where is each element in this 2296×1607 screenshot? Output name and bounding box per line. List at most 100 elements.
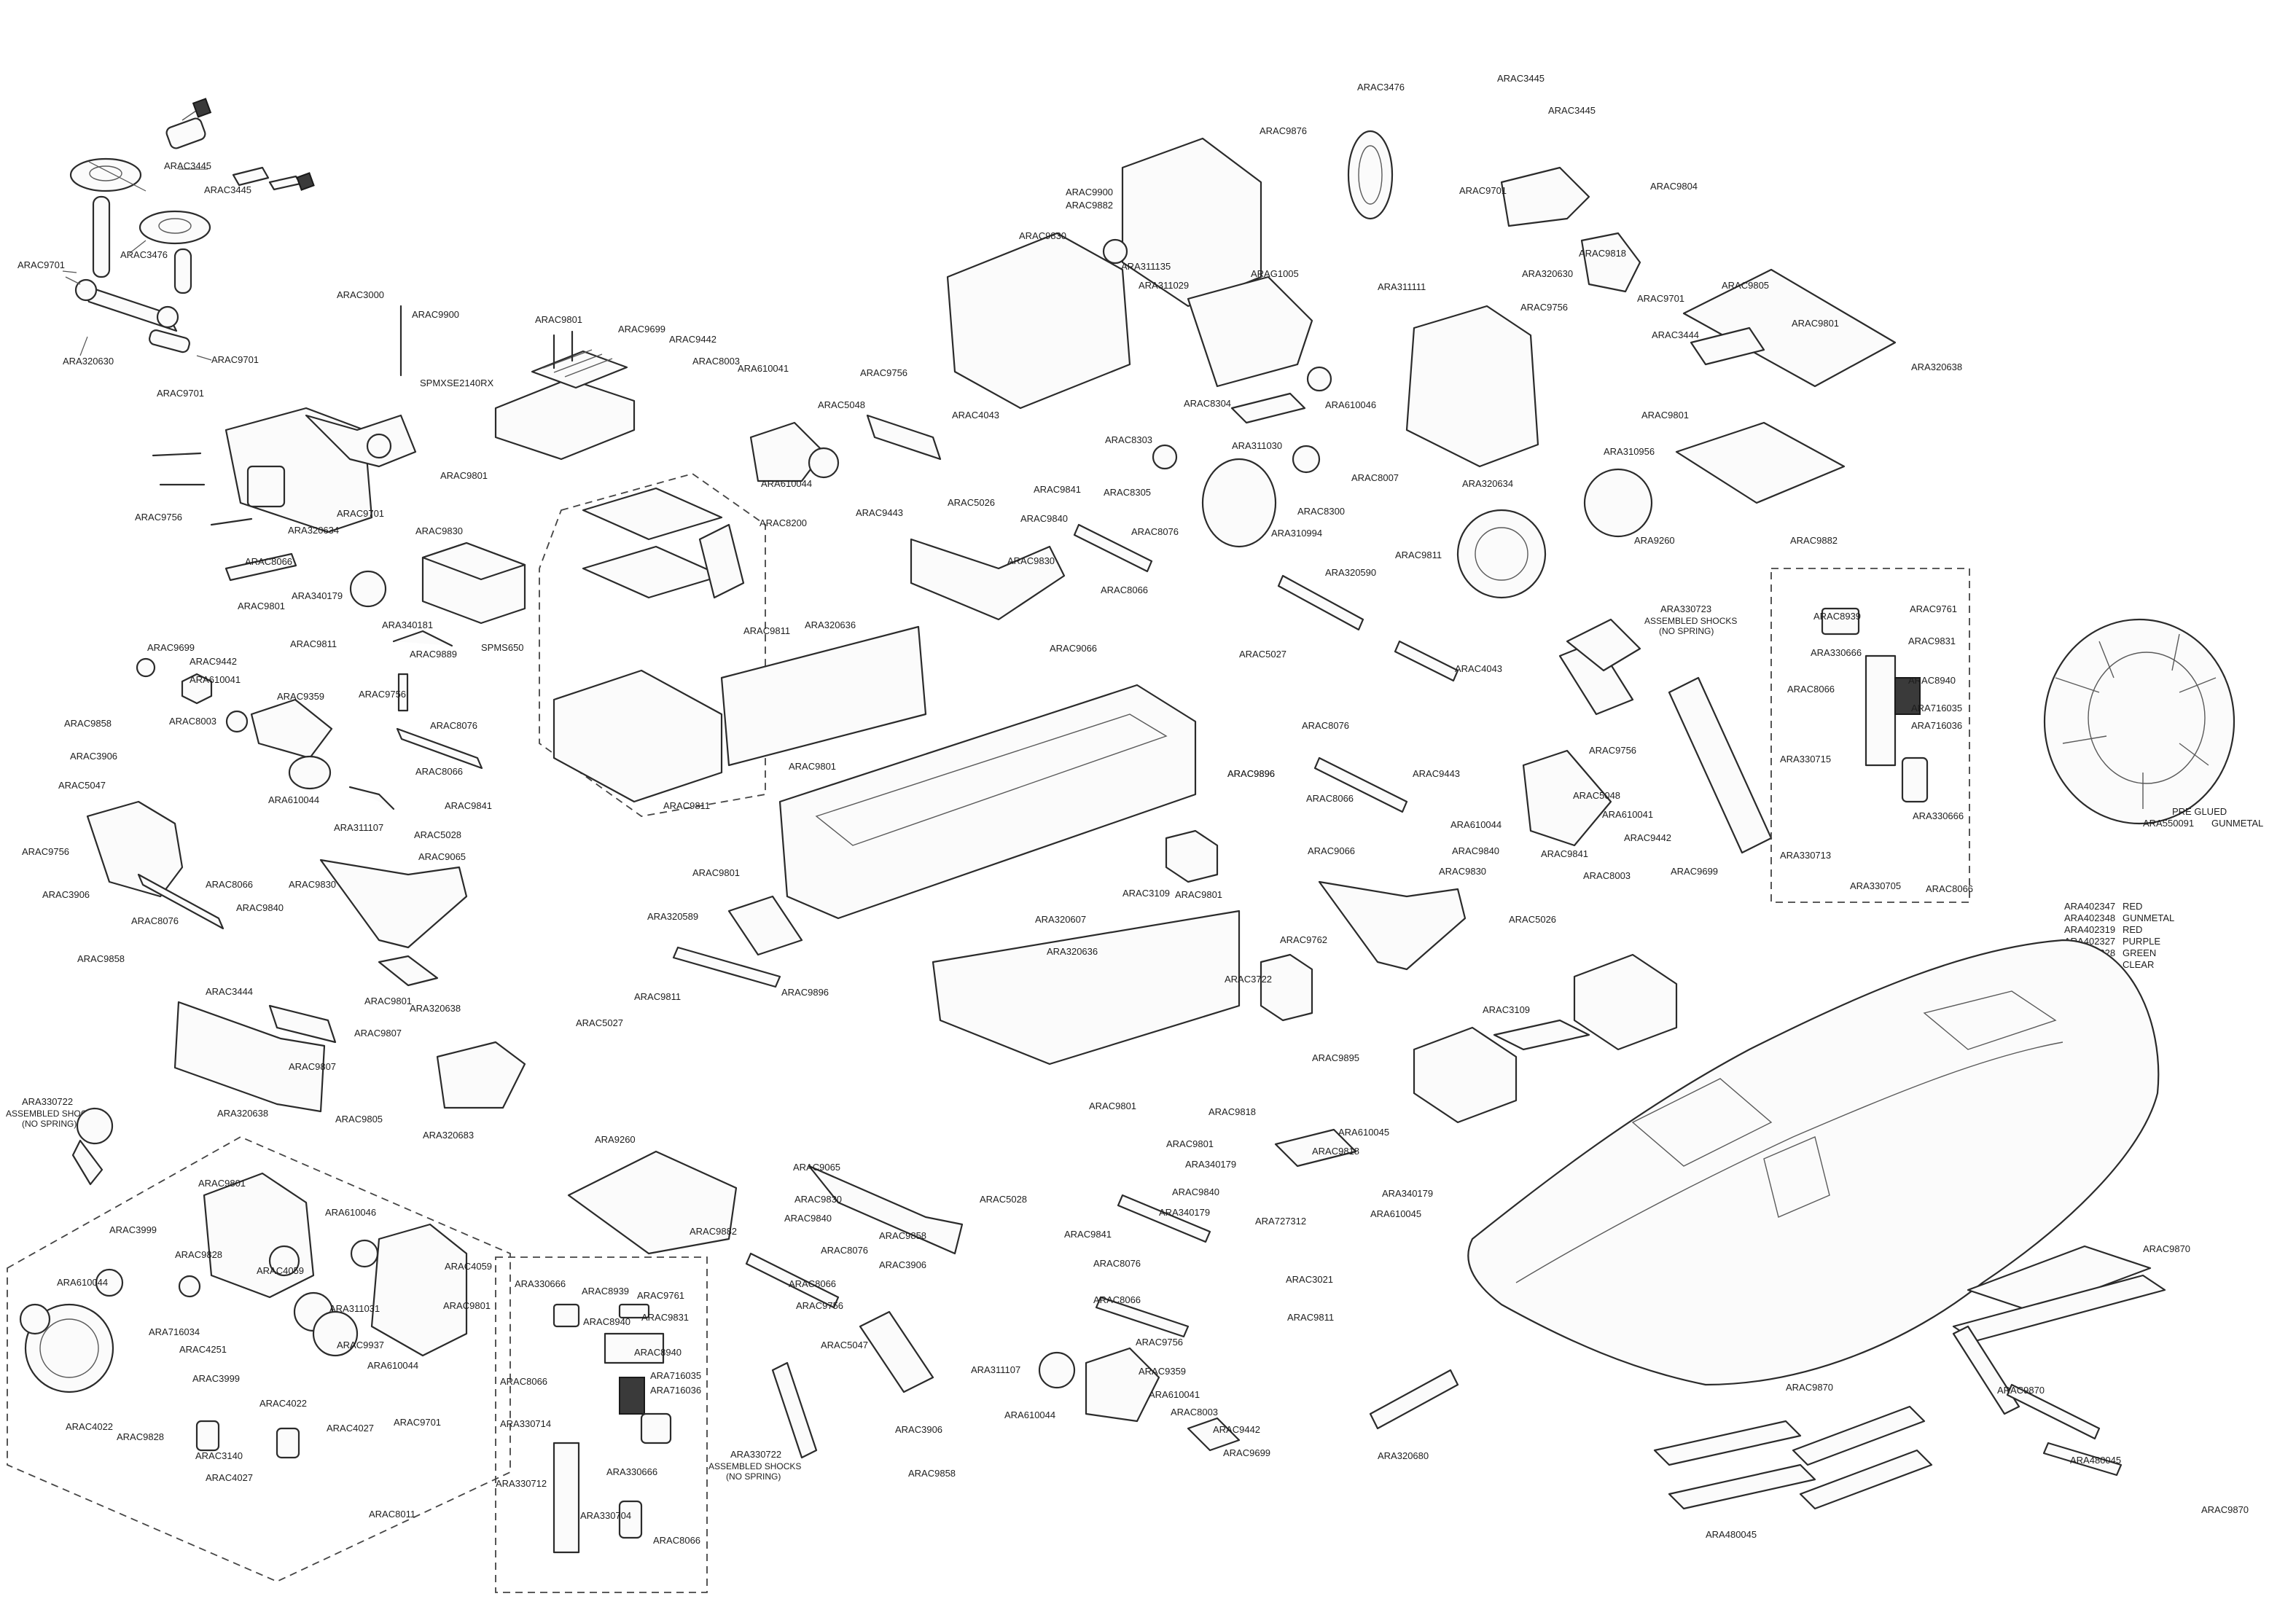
part-label: ARAC9937 — [337, 1340, 384, 1350]
part-label: ARAC9805 — [335, 1114, 383, 1125]
part-label: ARAC5047 — [821, 1340, 868, 1350]
rear-shock-group: ARA330723 ASSEMBLED SHOCKS (NO SPRING) A… — [1566, 568, 1973, 903]
rear-wing-group: ARAC9870 ARAC9870 ARAC9870 ARAC9870 ARA4… — [1653, 1243, 2249, 1540]
part-label: ARAC9442 — [1213, 1424, 1260, 1435]
part-label: ARAC3445 — [164, 160, 211, 171]
part-label: ARA716036 — [1911, 720, 1962, 731]
part-label: ARAC8304 — [1184, 398, 1231, 409]
part-label: ARAC9442 — [1624, 832, 1671, 843]
body-color-code: ARA402319 — [2064, 924, 2115, 935]
part-label: ARAC9359 — [277, 691, 324, 702]
part-label: ARAC8939 — [1813, 611, 1861, 622]
part-label: ARA311029 — [1139, 280, 1189, 291]
part-label: ARAC5048 — [818, 399, 865, 410]
part-label: ARA320638 — [410, 1003, 461, 1014]
part-label: ARAC9895 — [1312, 1052, 1359, 1063]
part-label: ARAC9831 — [641, 1312, 689, 1323]
part-label: ARA330723 — [1660, 603, 1711, 614]
part-label: ARA320638 — [217, 1108, 268, 1119]
part-label: ARA727312 — [1255, 1216, 1306, 1227]
part-label: ARA320683 — [423, 1130, 474, 1141]
part-label: ARAC9801 — [692, 867, 740, 878]
body-color-name: PURPLE — [2123, 936, 2160, 947]
front-right-upper-group: ARAC9699 ARAC9442 ARAC8003 ARA610041 ARA… — [618, 324, 1097, 654]
part-label: ARAC9805 — [1722, 280, 1769, 291]
part-label: ARA610044 — [268, 794, 319, 805]
part-label: ARA320634 — [1462, 478, 1513, 489]
part-label: ARAC9801 — [1175, 889, 1222, 900]
part-label: ARAC3999 — [192, 1373, 240, 1384]
part-label: ARAC9807 — [289, 1061, 336, 1072]
part-label: ARAC8940 — [1908, 675, 1956, 686]
part-label: ARA330705 — [1850, 880, 1901, 891]
part-label: ARAC9830 — [1007, 555, 1055, 566]
part-label: ARAC9818 — [1312, 1146, 1359, 1157]
part-label: ARAC4027 — [206, 1472, 253, 1483]
part-label: ARA330713 — [1780, 850, 1831, 861]
part-label: ARAC9830 — [289, 879, 336, 890]
part-label: ARAC3021 — [1286, 1274, 1333, 1285]
part-label: ARAC3444 — [206, 986, 253, 997]
part-label: ARAC9841 — [445, 800, 492, 811]
body-color-name: RED — [2123, 901, 2142, 912]
part-label: ARAC9801 — [443, 1300, 491, 1311]
part-label: ARA610044 — [57, 1277, 108, 1288]
part-label: ARAC3906 — [42, 889, 90, 900]
part-label: ARAC9841 — [1034, 484, 1081, 495]
part-label: ARA610044 — [761, 478, 812, 489]
part-label: ARAC5028 — [414, 829, 461, 840]
part-label: ARAC9840 — [1020, 513, 1068, 524]
part-label: ARA330666 — [606, 1466, 657, 1477]
part-label: ARAC9762 — [1280, 934, 1327, 945]
part-label: ARAC9756 — [1520, 302, 1568, 313]
part-label: ARAC9811 — [1395, 550, 1442, 560]
wheel-group: PRE GLUED ARA550091 GUNMETAL — [2043, 618, 2263, 829]
front-bulkhead-group: ARAC9701 ARAC9756 ARAC9701 ARA320634 — [135, 388, 417, 536]
part-note: ASSEMBLED SHOCKS — [6, 1109, 98, 1119]
part-label: ARA320638 — [1911, 361, 1962, 372]
rear-bulkhead-group: ARAC9701 ARAC9804 ARAC9818 ARA320630 ARA… — [1405, 166, 1962, 599]
esc-group: ARAC9801 SPMXSE2140RX — [420, 314, 636, 461]
part-label: ARAC9858 — [77, 953, 125, 964]
part-label: ARAC9828 — [117, 1431, 164, 1442]
part-label: ARAC4022 — [66, 1421, 113, 1432]
part-label: ARA340179 — [1382, 1188, 1433, 1199]
part-label: ARAC5028 — [980, 1194, 1027, 1205]
part-label: ARA320636 — [805, 619, 856, 630]
part-label: ARAC8066 — [245, 556, 292, 567]
body-color-name: CLEAR — [2123, 959, 2154, 970]
part-note: ASSEMBLED SHOCKS — [1644, 616, 1737, 626]
part-label: ARAC9442 — [669, 334, 716, 345]
part-label: ARAC4251 — [179, 1344, 227, 1355]
part-label: ARAC8003 — [169, 716, 216, 727]
part-label: ARAC8303 — [1105, 434, 1152, 445]
part-label: ARAC5027 — [1239, 649, 1286, 660]
body-color-code: ARA402348 — [2064, 912, 2115, 923]
part-label: ARA340179 — [1159, 1207, 1210, 1218]
part-label: ARAC9801 — [440, 470, 488, 481]
part-label: ARAC4027 — [327, 1423, 374, 1434]
body-color-name: GUNMETAL — [2123, 912, 2174, 923]
part-label: ARAC5027 — [576, 1017, 623, 1028]
part-label: ARAC9818 — [1579, 248, 1626, 259]
part-label: ARA610044 — [367, 1360, 418, 1371]
part-label: ARA330666 — [515, 1278, 566, 1289]
part-label: ARAC5048 — [1573, 790, 1620, 801]
steering-group: ARAC9818 ARAC9801 ARA610045 ARAC9818 ARA… — [971, 1106, 1459, 1461]
part-label: ARAC9701 — [157, 388, 204, 399]
part-label: ARAC9801 — [1641, 410, 1689, 421]
part-label: ARAC8066 — [789, 1278, 836, 1289]
part-label: ARAC9756 — [135, 512, 182, 523]
part-label: ARA311030 — [1232, 440, 1282, 451]
part-label: ARAC8076 — [821, 1245, 868, 1256]
part-label: ARAC9443 — [1413, 768, 1460, 779]
part-label: ARA610045 — [1370, 1208, 1421, 1219]
part-label: ARAC9840 — [236, 902, 284, 913]
part-label: ARA610044 — [1450, 819, 1502, 830]
part-label: ARAC9896 — [1227, 768, 1275, 779]
part-label: ARAC9756 — [359, 689, 406, 700]
part-label: ARAC9807 — [354, 1028, 402, 1039]
part-label: ARAC8003 — [1583, 870, 1631, 881]
body-color-name: RED — [2123, 924, 2142, 935]
